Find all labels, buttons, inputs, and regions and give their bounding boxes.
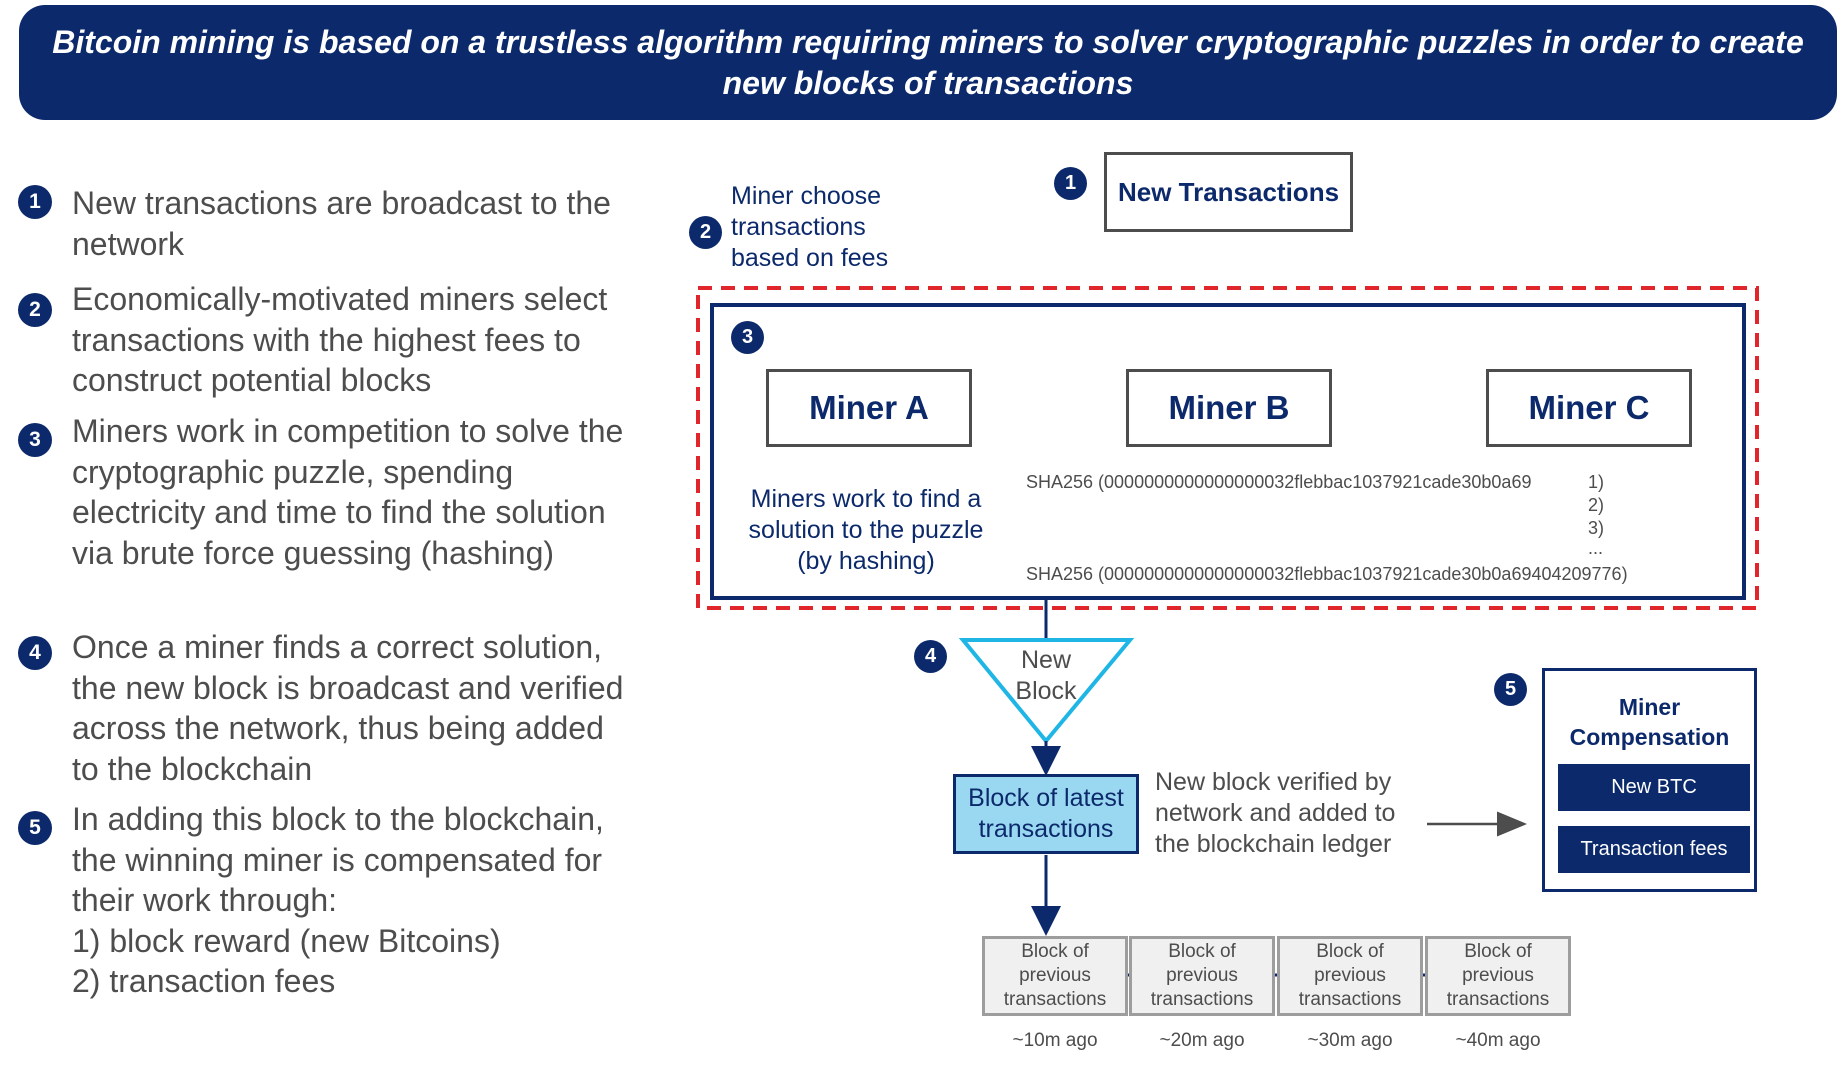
step-5-badge: 5 bbox=[18, 811, 52, 845]
hash-line-first: SHA256 (0000000000000000032flebbac103792… bbox=[1026, 472, 1532, 492]
step-1-text: New transactions are broadcast to the ne… bbox=[72, 185, 611, 262]
mining-frame bbox=[710, 303, 1746, 600]
miner-b-box: Miner B bbox=[1126, 369, 1332, 447]
miner-choose-label: Miner choose transactions based on fees bbox=[731, 182, 889, 272]
transaction-fees-item: Transaction fees bbox=[1558, 826, 1750, 873]
diagram-5-badge: 5 bbox=[1494, 673, 1527, 706]
miners-work-label: Miners work to find a solution to the pu… bbox=[748, 485, 984, 575]
hash-marker-1: 1) bbox=[1588, 472, 1605, 492]
previous-block-1: Block of previous transactions bbox=[982, 936, 1128, 1016]
step-1-badge: 1 bbox=[18, 185, 52, 219]
previous-block-3-time: ~30m ago bbox=[1307, 1030, 1393, 1051]
hash-marker-ellipsis: ... bbox=[1588, 538, 1604, 558]
verified-label: New block verified by network and added … bbox=[1155, 768, 1396, 858]
step-3-badge: 3 bbox=[18, 423, 52, 457]
previous-block-4-time: ~40m ago bbox=[1455, 1030, 1541, 1051]
new-block-label: New Block bbox=[1015, 646, 1077, 705]
previous-block-3: Block of previous transactions bbox=[1277, 936, 1423, 1016]
new-block-triangle bbox=[958, 638, 1135, 745]
diagram-2-badge: 2 bbox=[689, 216, 722, 249]
hash-marker-3: 3) bbox=[1588, 518, 1605, 538]
hash-line-last: SHA256 (0000000000000000032flebbac103792… bbox=[1026, 564, 1628, 584]
header-banner: Bitcoin mining is based on a trustless a… bbox=[19, 5, 1837, 120]
latest-block-box: Block of latest transactions bbox=[953, 774, 1139, 854]
selection-dashed-frame bbox=[696, 286, 1759, 610]
step-2-text: Economically-motivated miners select tra… bbox=[72, 281, 608, 398]
new-transactions-box: New Transactions bbox=[1104, 152, 1353, 232]
step-5-text: In adding this block to the blockchain, … bbox=[72, 801, 604, 999]
step-2-badge: 2 bbox=[18, 293, 52, 327]
previous-block-4: Block of previous transactions bbox=[1425, 936, 1571, 1016]
new-btc-item: New BTC bbox=[1558, 764, 1750, 811]
diagram-1-badge: 1 bbox=[1054, 167, 1087, 200]
step-4-badge: 4 bbox=[18, 636, 52, 670]
previous-block-2-time: ~20m ago bbox=[1159, 1030, 1245, 1051]
diagram-4-badge: 4 bbox=[914, 640, 947, 673]
previous-block-1-time: ~10m ago bbox=[1012, 1030, 1098, 1051]
step-4-text: Once a miner finds a correct solution, t… bbox=[72, 629, 624, 787]
compensation-title: Miner Compensation bbox=[1569, 694, 1730, 750]
step-3-text: Miners work in competition to solve the … bbox=[72, 413, 624, 571]
miner-a-box: Miner A bbox=[766, 369, 972, 447]
miner-c-box: Miner C bbox=[1486, 369, 1692, 447]
previous-block-2: Block of previous transactions bbox=[1129, 936, 1275, 1016]
page-title: Bitcoin mining is based on a trustless a… bbox=[52, 23, 1804, 101]
diagram-3-badge: 3 bbox=[731, 321, 764, 354]
hash-marker-2: 2) bbox=[1588, 495, 1605, 515]
